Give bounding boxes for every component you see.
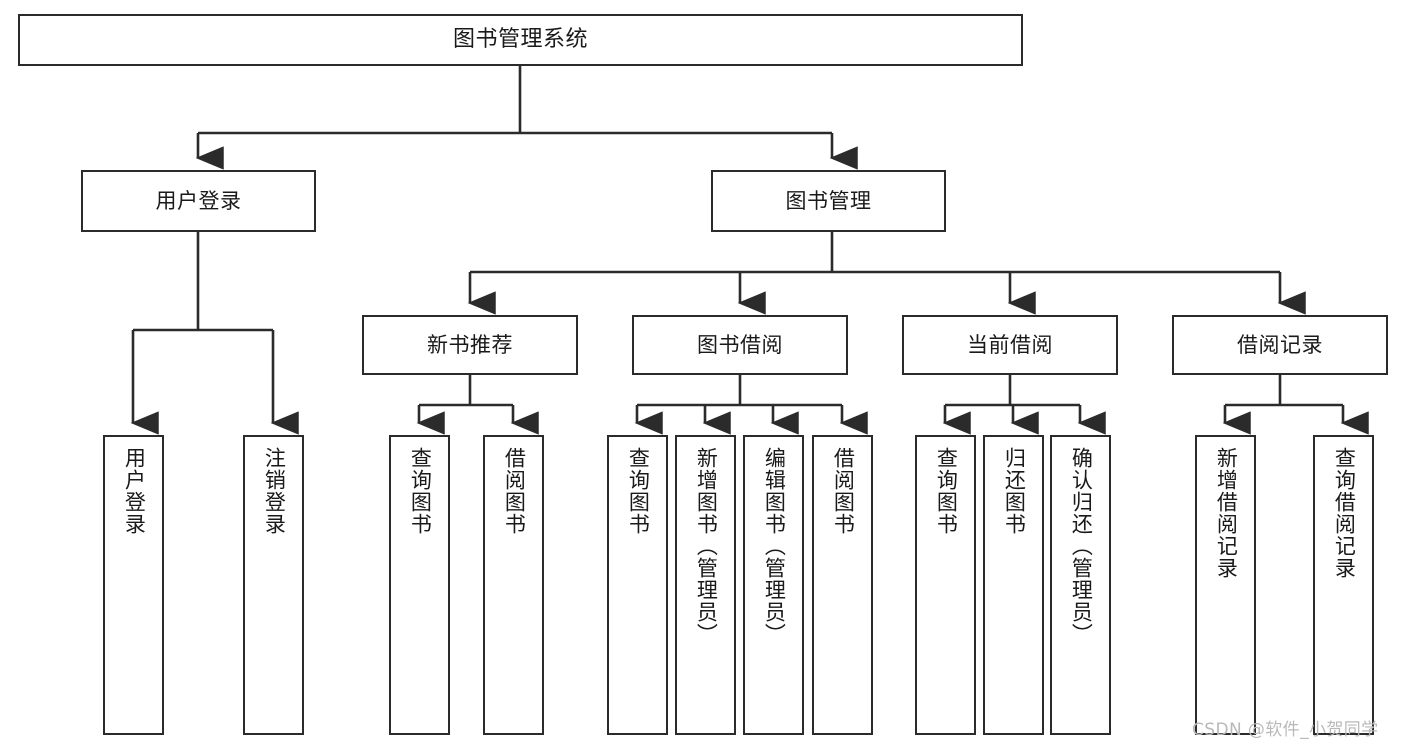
node-root-label: 图书管理系统 [452, 27, 588, 53]
leaf-query-book-1-label: 查询图书 [408, 447, 433, 535]
leaf-confirm-return-label: 确认归还（管理员） [1069, 447, 1094, 645]
leaf-query-book-3[interactable]: 查询图书 [915, 435, 976, 735]
leaf-borrow-book-2-label: 借阅图书 [831, 447, 856, 535]
node-book-borrow-label: 图书借阅 [697, 332, 783, 357]
leaf-query-book-2-label: 查询图书 [626, 447, 651, 535]
leaf-borrow-book-1[interactable]: 借阅图书 [483, 435, 544, 735]
leaf-logout-label: 注销登录 [262, 447, 287, 535]
leaf-add-book[interactable]: 新增图书（管理员） [675, 435, 736, 735]
node-current-borrow[interactable]: 当前借阅 [902, 315, 1118, 375]
leaf-query-book-3-label: 查询图书 [934, 447, 959, 535]
leaf-query-book-2[interactable]: 查询图书 [607, 435, 668, 735]
leaf-return-book[interactable]: 归还图书 [983, 435, 1044, 735]
leaf-add-book-label: 新增图书（管理员） [694, 447, 719, 645]
leaf-query-record[interactable]: 查询借阅记录 [1313, 435, 1374, 735]
csdn-watermark: CSDN @软件_小贺同学 [1192, 720, 1379, 740]
node-book-manage-label: 图书管理 [785, 188, 872, 213]
node-book-borrow[interactable]: 图书借阅 [632, 315, 848, 375]
node-borrow-record[interactable]: 借阅记录 [1172, 315, 1388, 375]
leaf-return-book-label: 归还图书 [1002, 447, 1027, 535]
leaf-query-record-label: 查询借阅记录 [1332, 447, 1357, 579]
node-user-login-label: 用户登录 [155, 188, 242, 213]
leaf-user-login-label: 用户登录 [122, 447, 147, 535]
node-borrow-record-label: 借阅记录 [1237, 332, 1323, 357]
node-root[interactable]: 图书管理系统 [18, 14, 1023, 66]
node-user-login[interactable]: 用户登录 [81, 170, 316, 232]
node-book-manage[interactable]: 图书管理 [711, 170, 946, 232]
leaf-edit-book[interactable]: 编辑图书（管理员） [743, 435, 804, 735]
leaf-borrow-book-1-label: 借阅图书 [502, 447, 527, 535]
leaf-add-record[interactable]: 新增借阅记录 [1195, 435, 1256, 735]
leaf-borrow-book-2[interactable]: 借阅图书 [812, 435, 873, 735]
leaf-query-book-1[interactable]: 查询图书 [389, 435, 450, 735]
leaf-edit-book-label: 编辑图书（管理员） [762, 447, 787, 645]
leaf-logout[interactable]: 注销登录 [243, 435, 304, 735]
leaf-add-record-label: 新增借阅记录 [1214, 447, 1239, 579]
node-new-book-recommend-label: 新书推荐 [427, 332, 513, 357]
node-new-book-recommend[interactable]: 新书推荐 [362, 315, 578, 375]
leaf-user-login[interactable]: 用户登录 [103, 435, 164, 735]
leaf-confirm-return[interactable]: 确认归还（管理员） [1050, 435, 1111, 735]
node-current-borrow-label: 当前借阅 [967, 332, 1053, 357]
